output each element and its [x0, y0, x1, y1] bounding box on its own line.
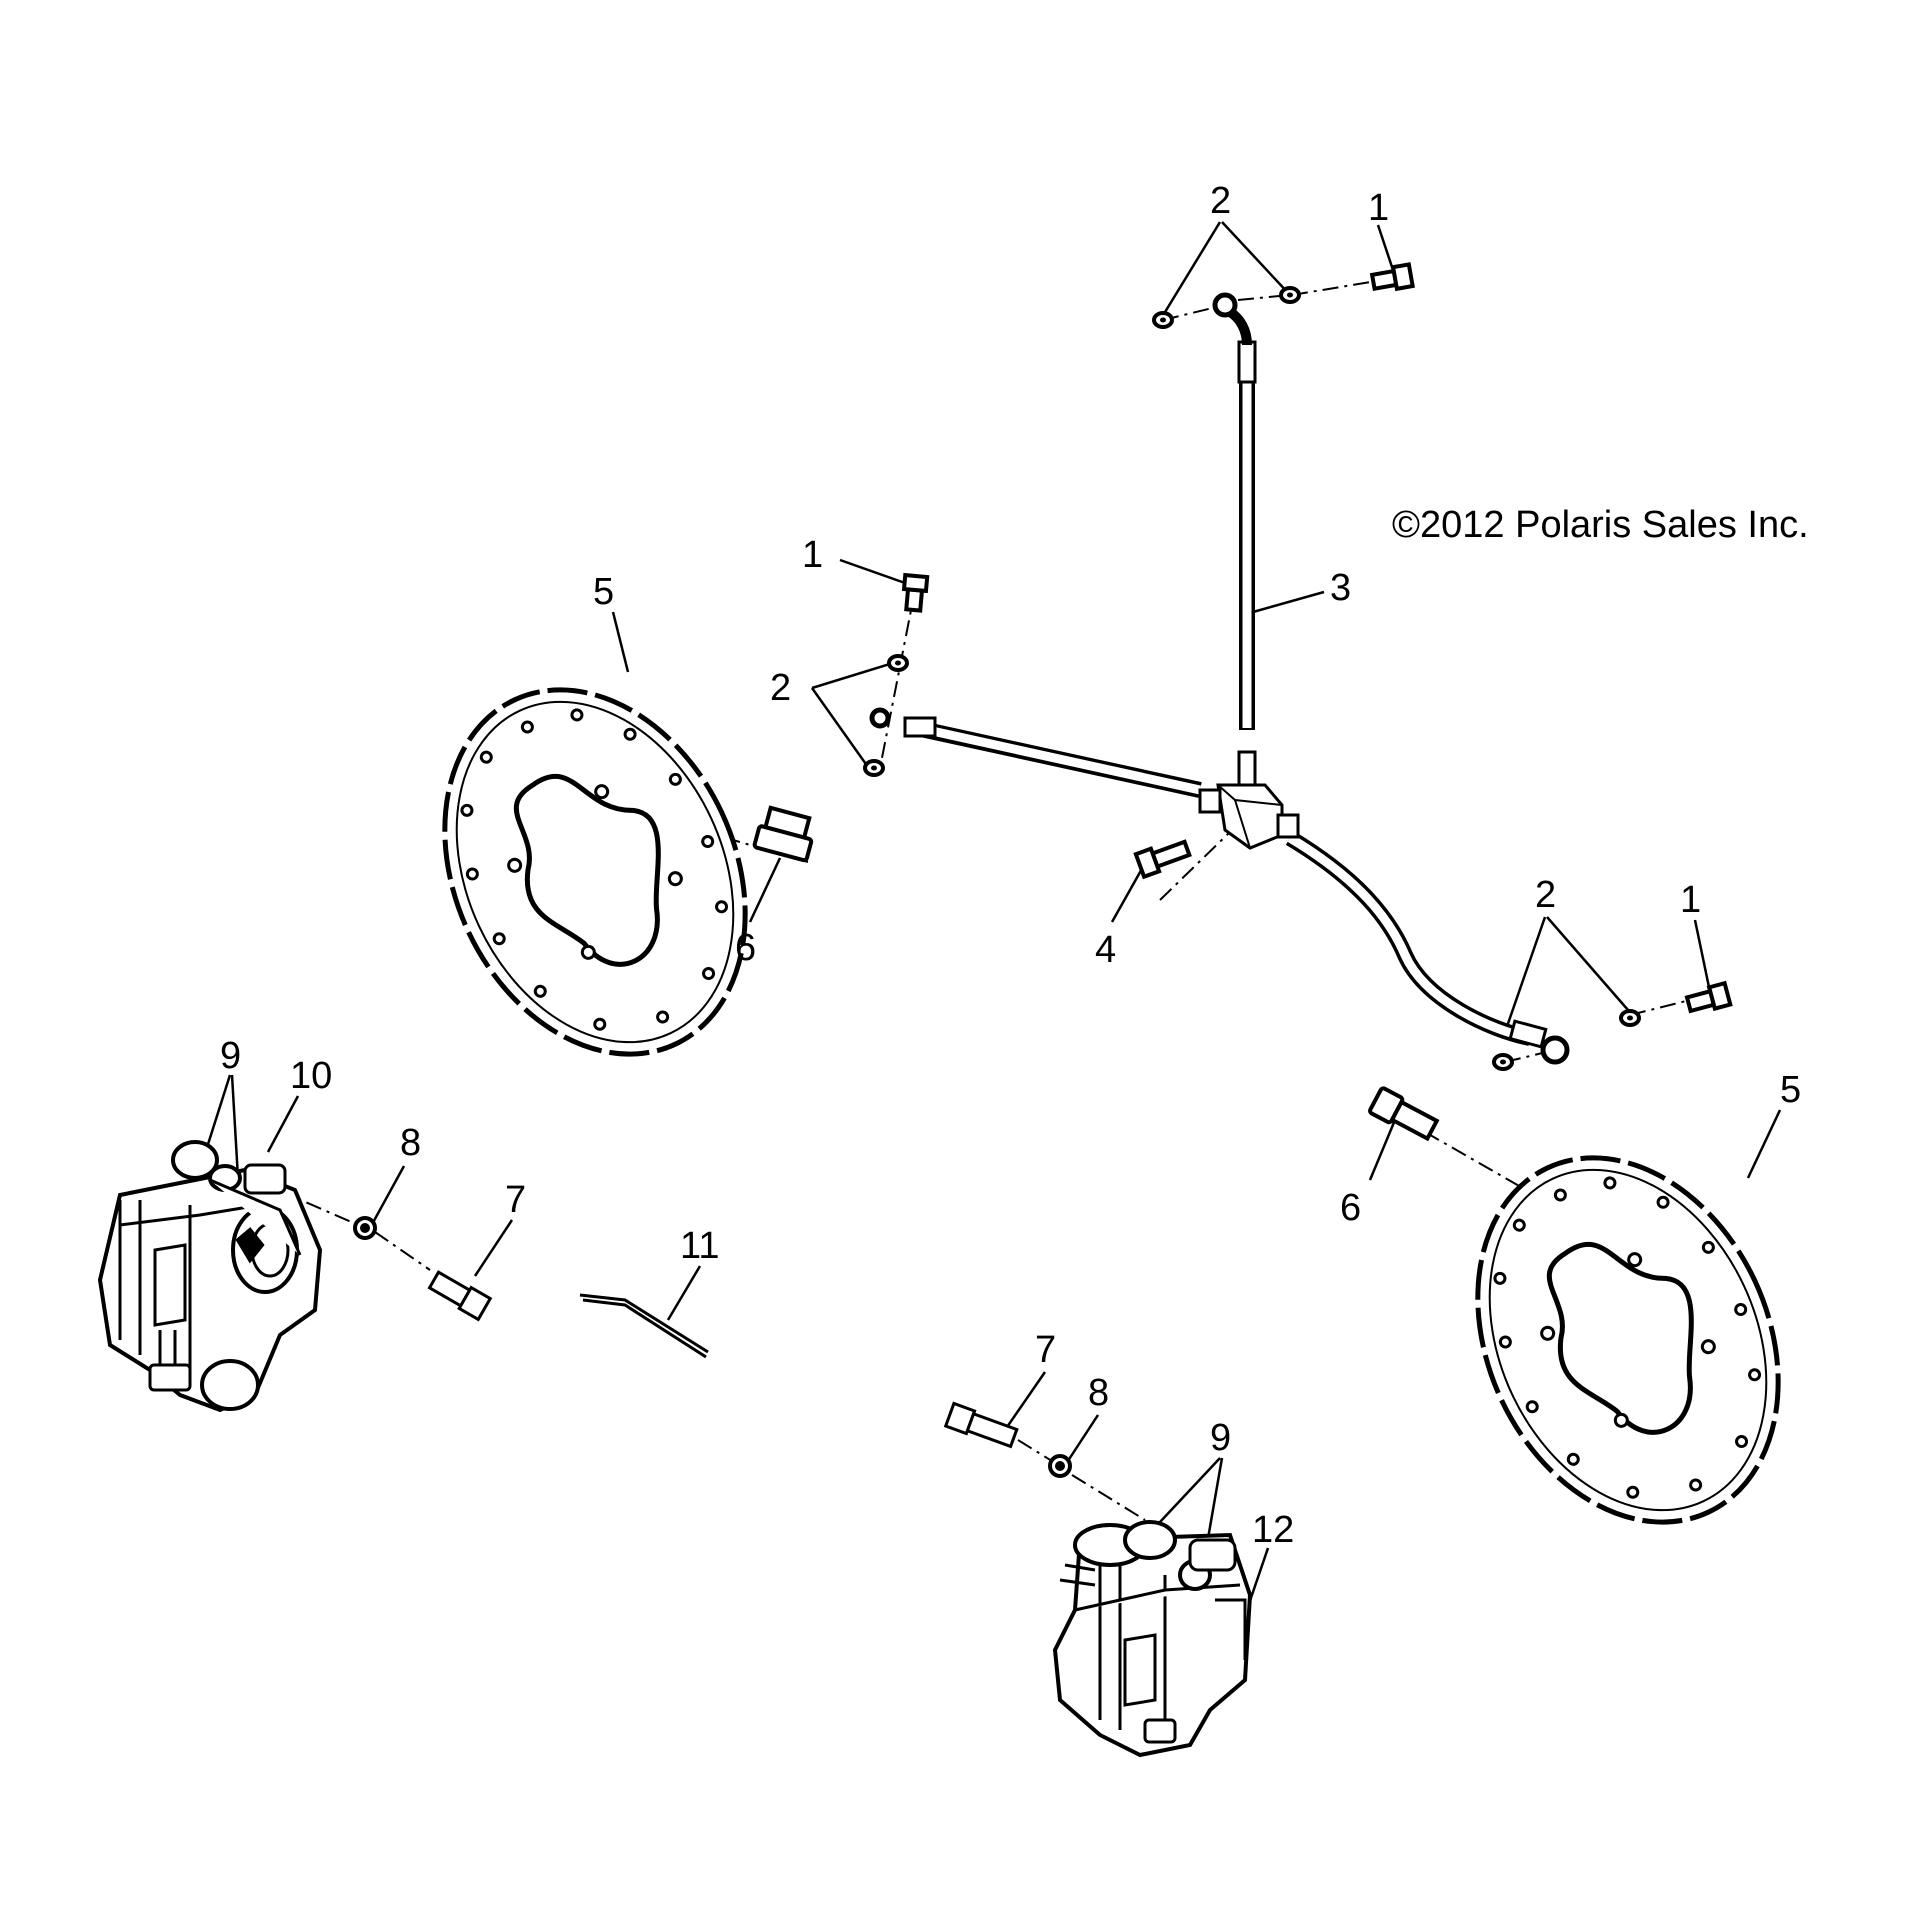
- mounting-bolt: [1133, 839, 1192, 880]
- callout-2-left: 2: [770, 667, 791, 709]
- callout-10: 10: [290, 1055, 332, 1097]
- callout-11: 11: [680, 1225, 719, 1267]
- retaining-pin: [579, 1293, 709, 1359]
- disc-bolt-upper: [752, 805, 814, 863]
- brake-disc-left: [442, 687, 748, 1057]
- banjo-bolts: [901, 262, 1733, 1014]
- callout-3: 3: [1330, 567, 1351, 609]
- brake-caliper-right: [1052, 1520, 1253, 1758]
- brake-caliper-left: [97, 1140, 323, 1413]
- callout-7-left: 7: [505, 1179, 526, 1221]
- callout-labels: 1 2 3 1 2 5 6 4 2 1 9 10 8 7 11 5 6 7 8 …: [220, 180, 1801, 1551]
- caliper-bolt-left: [427, 1270, 493, 1322]
- callout-7-bottom: 7: [1035, 1329, 1056, 1371]
- brake-hose-assembly: [869, 292, 1570, 1065]
- callout-4: 4: [1095, 929, 1116, 971]
- callout-5-lower: 5: [1780, 1069, 1801, 1111]
- callout-2-top: 2: [1210, 180, 1231, 222]
- callout-5-upper: 5: [593, 571, 614, 613]
- callout-2-right: 2: [1535, 874, 1556, 916]
- brake-disc-right: [1475, 1155, 1781, 1525]
- caliper-bolt-right: [943, 1401, 1019, 1449]
- callout-6-lower: 6: [1340, 1187, 1361, 1229]
- callout-12: 12: [1252, 1509, 1294, 1551]
- callout-9-left: 9: [220, 1035, 241, 1077]
- callout-6-upper: 6: [735, 927, 756, 969]
- callout-1-left: 1: [802, 534, 823, 576]
- callout-9-bottom: 9: [1210, 1417, 1231, 1459]
- callout-8-bottom: 8: [1088, 1372, 1109, 1414]
- disc-bolt-lower: [1368, 1086, 1440, 1142]
- caliper-washers: [353, 1216, 1072, 1478]
- callout-8-left: 8: [400, 1122, 421, 1164]
- copyright-notice: ©2012 Polaris Sales Inc.: [1392, 504, 1809, 546]
- callout-1-right: 1: [1680, 879, 1701, 921]
- callout-1-top: 1: [1368, 187, 1389, 229]
